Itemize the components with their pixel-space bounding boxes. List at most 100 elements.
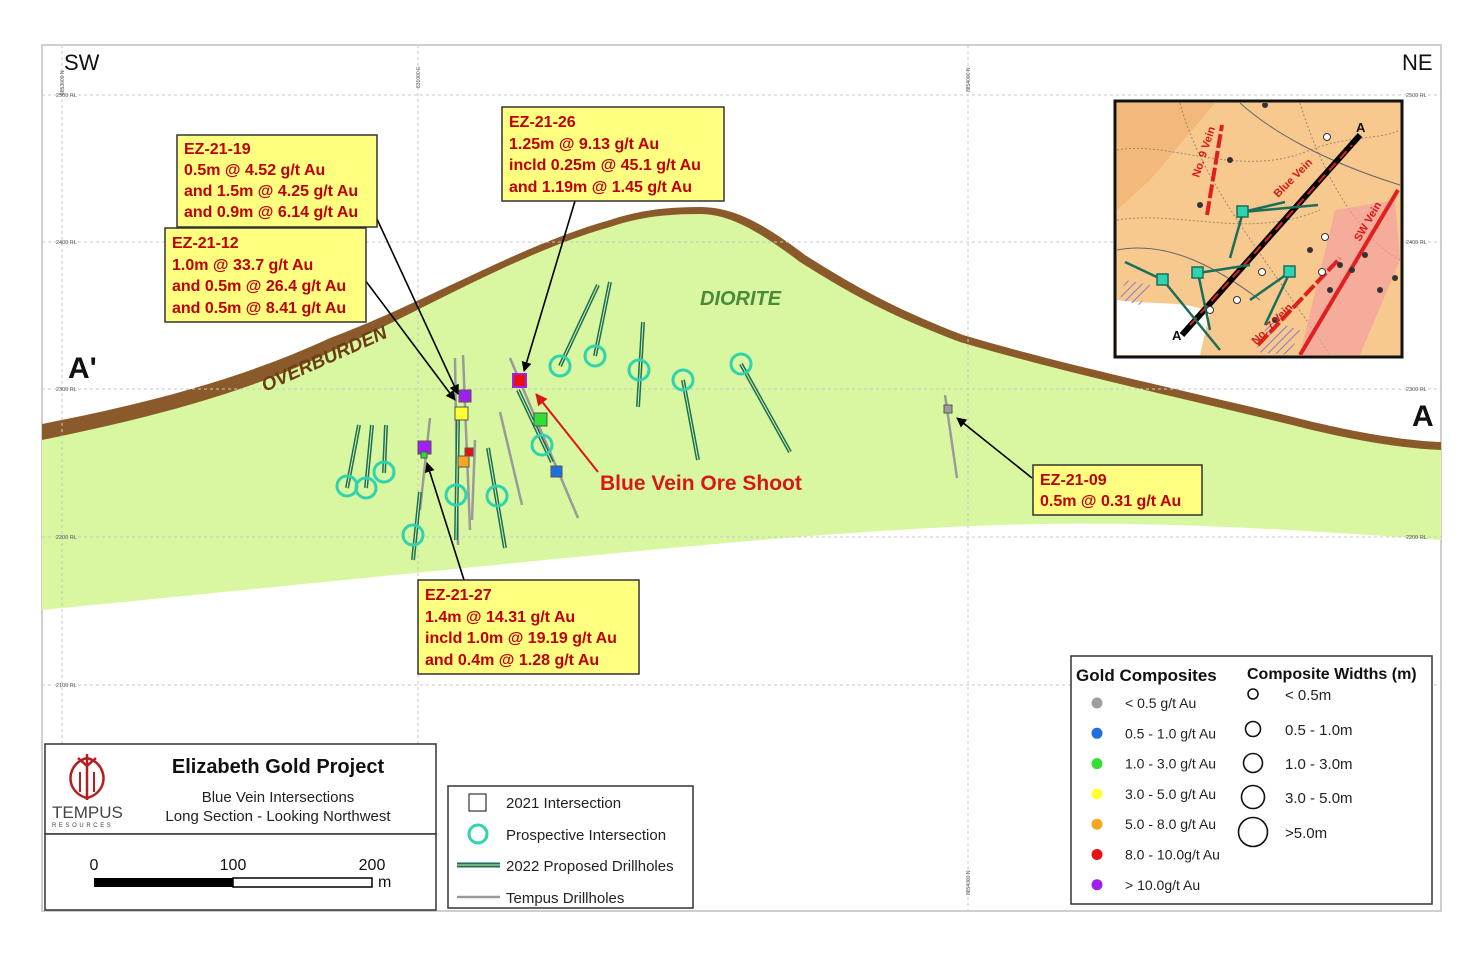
callout-line: and 0.5m @ 26.4 g/t Au: [172, 278, 346, 295]
callout-box: [417, 579, 640, 675]
inset-no7-vein: [1256, 256, 1342, 347]
section-end-a: A: [1412, 400, 1434, 433]
company-subname: RESOURCES: [52, 823, 113, 829]
callout-box: [501, 106, 725, 202]
callout-title: EZ-21-19: [184, 141, 251, 158]
prospective-circle: [444, 483, 468, 507]
tempus-hole: [461, 354, 472, 531]
tempus-hole: [498, 411, 524, 506]
callout-ez2126: EZ-21-26 1.25m @ 9.13 g/t Au incld 0.25m…: [501, 106, 725, 202]
composites-legend-box: [1070, 655, 1433, 905]
intersection-blue: [550, 465, 563, 478]
title-block: TEMPUS RESOURCES Elizabeth Gold Project …: [44, 743, 437, 911]
section-end-a-prime: A': [68, 352, 97, 385]
figure-subtitle-1: Blue Vein Intersections: [202, 789, 355, 806]
intersection-red: [512, 373, 527, 388]
legend-label: Prospective Intersection: [506, 827, 666, 844]
grid-label-3: 8854000 N: [966, 67, 972, 92]
width-legend-label: 0.5 - 1.0m: [1285, 722, 1353, 739]
width-legend-label: >5.0m: [1285, 825, 1327, 842]
prospective-intersections: [335, 344, 753, 547]
callout-ez2119: EZ-21-19 0.5m @ 4.52 g/t Au and 1.5m @ 4…: [176, 134, 378, 228]
rl-label-left-2500: 2500 RL: [56, 93, 77, 99]
gold-legend-label: < 0.5 g/t Au: [1125, 695, 1196, 711]
title-box: [44, 743, 437, 835]
intersection-grey: [943, 404, 953, 414]
arrow-ez2127: [424, 462, 465, 581]
scale-bar-white: [232, 877, 373, 888]
proposed-hole: [681, 379, 700, 461]
gold-legend-title: Gold Composites: [1076, 666, 1217, 685]
callout-box: [176, 134, 378, 228]
grid-label-2: 831000 E: [416, 66, 422, 88]
callout-line: and 1.5m @ 4.25 g/t Au: [184, 183, 358, 200]
inset-map: No. 9 Vein Blue Vein SW Vein No. 7 Vein …: [1113, 99, 1404, 359]
legend-label: 2021 Intersection: [506, 795, 621, 812]
gold-legend-label: > 10.0g/t Au: [1125, 877, 1200, 893]
width-legend-label: < 0.5m: [1285, 687, 1331, 704]
callout-line: and 0.4m @ 1.28 g/t Au: [425, 652, 599, 669]
width-legend-items: < 0.5m 0.5 - 1.0m 1.0 - 3.0m 3.0 - 5.0m >5.0…: [1237, 687, 1353, 848]
callout-box: [1032, 464, 1203, 516]
company-name: TEMPUS: [52, 803, 123, 822]
corner-label-sw: SW: [64, 50, 100, 75]
tempus-hole: [470, 439, 477, 521]
intersection-orange: [457, 455, 470, 468]
callout-line: 0.5m @ 4.52 g/t Au: [184, 162, 325, 179]
gold-swatch-icon: [1091, 818, 1103, 830]
corner-label-ne: NE: [1402, 50, 1433, 75]
scale-tick-100: 100: [220, 857, 247, 874]
figure-subtitle-2: Long Section - Looking Northwest: [165, 808, 391, 825]
width-legend-label: 1.0 - 3.0m: [1285, 756, 1353, 773]
intersection-yellow: [454, 406, 469, 421]
ore-shoot-label: Blue Vein Ore Shoot: [600, 472, 802, 495]
scale-tick-200: 200: [359, 857, 386, 874]
gold-swatch-icon: [1091, 697, 1103, 709]
scale-box: [44, 833, 437, 911]
gold-legend-label: 1.0 - 3.0 g/t Au: [1125, 756, 1216, 772]
callout-line: 1.4m @ 14.31 g/t Au: [425, 609, 575, 626]
gold-swatch-icon: [1091, 849, 1103, 860]
callout-line: 0.5m @ 0.31 g/t Au: [1040, 493, 1181, 510]
composites-legend: Gold Composites Composite Widths (m) < 0…: [1070, 655, 1433, 905]
proposed-hole: [558, 284, 600, 367]
callout-ez2112: EZ-21-12 1.0m @ 33.7 g/t Au and 0.5m @ 2…: [164, 227, 367, 323]
gold-swatch-icon: [1091, 788, 1103, 800]
rl-label-left-2100: 2100 RL: [56, 683, 77, 689]
legend-label: Tempus Drillholes: [506, 890, 624, 907]
prospective-circle: [548, 354, 572, 378]
rl-label-left-2400: 2400 RL: [56, 240, 77, 246]
callout-line: incld 1.0m @ 19.19 g/t Au: [425, 630, 617, 647]
intersection-red: [464, 447, 474, 457]
ore-shoot-arrow: [535, 393, 599, 473]
inset-no9-vein: [1205, 124, 1224, 216]
legend-square-icon: [468, 793, 487, 812]
legend-label: 2022 Proposed Drillholes: [506, 858, 674, 875]
intersection-green: [533, 412, 548, 427]
prospective-circle: [372, 460, 396, 484]
symbol-legend-box: [447, 785, 694, 909]
scale-tick-0: 0: [90, 857, 99, 874]
inset-label-a: A: [1356, 120, 1366, 135]
callout-line: and 1.19m @ 1.45 g/t Au: [509, 179, 692, 196]
width-legend-label: 3.0 - 5.0m: [1285, 790, 1353, 807]
prospective-circle: [671, 368, 695, 392]
arrow-ez2119: [376, 218, 459, 395]
callout-title: EZ-21-26: [509, 114, 576, 131]
gold-swatch-icon: [1091, 879, 1103, 891]
prospective-circle: [583, 344, 607, 368]
figure-title: Elizabeth Gold Project: [172, 756, 385, 778]
callout-line: and 0.5m @ 8.41 g/t Au: [172, 300, 346, 317]
rl-label-right-2500: 2500 RL: [1406, 93, 1427, 99]
grid-label-4: 8854000 N: [966, 870, 972, 895]
width-circle-icon: [1240, 784, 1266, 810]
callout-line: 1.0m @ 33.7 g/t Au: [172, 257, 313, 274]
intersections-2021: [417, 373, 953, 478]
prospective-circle: [485, 484, 509, 508]
tempus-logo-icon: [69, 754, 105, 800]
callout-title: EZ-21-12: [172, 235, 239, 252]
grid-label-1: 8853000 N: [60, 70, 66, 95]
rl-label-left-2300: 2300 RL: [56, 387, 77, 393]
